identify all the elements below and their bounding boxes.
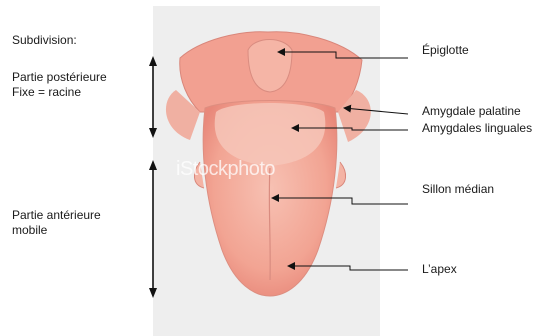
anterior-line-2: mobile	[12, 223, 101, 238]
posterior-line-1: Partie postérieure	[12, 70, 107, 85]
right-side-fold	[336, 162, 346, 188]
label-amygdales-linguales: Amygdales linguales	[422, 121, 532, 136]
posterior-line-2: Fixe = racine	[12, 85, 107, 100]
label-sillon-median: Sillon médian	[422, 182, 494, 197]
anterior-line-1: Partie antérieure	[12, 208, 101, 223]
anterior-part-label: Partie antérieure mobile	[12, 208, 101, 238]
label-amygdale-palatine: Amygdale palatine	[422, 104, 521, 119]
label-apex: L’apex	[422, 262, 457, 277]
posterior-arrow	[149, 56, 157, 138]
label-epiglotte: Épiglotte	[422, 43, 469, 58]
anterior-arrow	[149, 160, 157, 298]
heading-subdivision: Subdivision:	[12, 33, 77, 48]
watermark: iStockphoto	[176, 158, 275, 181]
posterior-part-label: Partie postérieure Fixe = racine	[12, 70, 107, 100]
